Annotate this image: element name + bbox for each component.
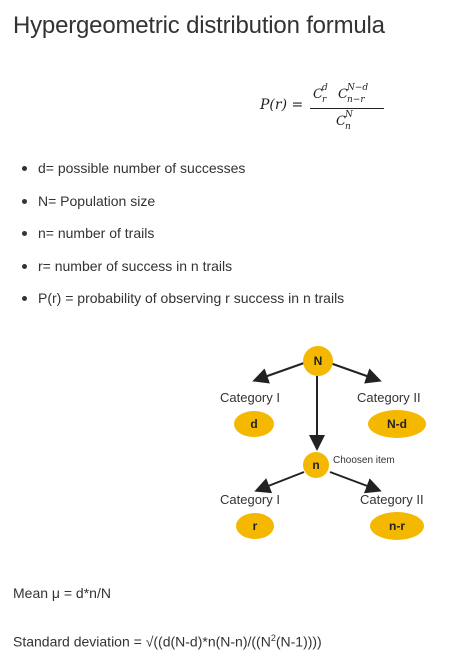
sd-suffix: (N-1)))) bbox=[275, 633, 322, 650]
list-item: r= number of success in n trails bbox=[20, 258, 344, 274]
formula-lhs: P(r) = bbox=[260, 97, 304, 113]
node-sample: n bbox=[303, 452, 329, 478]
formula-num2-sub: n−r bbox=[347, 95, 365, 105]
list-item: n= number of trails bbox=[20, 225, 344, 241]
formula-num1-base: C bbox=[313, 87, 323, 102]
definitions-list: d= possible number of successes N= Popul… bbox=[20, 160, 344, 323]
page-title: Hypergeometric distribution formula bbox=[13, 12, 385, 39]
list-item: P(r) = probability of observing r succes… bbox=[20, 290, 344, 306]
choosen-item-label: Choosen item bbox=[333, 455, 395, 466]
formula-num1-sub: r bbox=[322, 95, 327, 105]
category1-label-b: Category I bbox=[220, 492, 280, 507]
formula-num2-base: C bbox=[338, 87, 348, 102]
formula-num1-sup: d bbox=[322, 83, 328, 93]
category1-label: Category I bbox=[220, 390, 280, 405]
formula-den-base: C bbox=[336, 114, 346, 129]
hypergeometric-formula: P(r) = C d r C N−d n−r C N n bbox=[258, 82, 398, 136]
category2-label-b: Category II bbox=[360, 492, 424, 507]
standard-deviation-formula: Standard deviation = √((d(N-d)*n(N-n)/((… bbox=[13, 633, 322, 650]
oval-n-minus-d: N-d bbox=[368, 410, 426, 438]
mean-formula: Mean μ = d*n/N bbox=[13, 585, 111, 601]
fraction-bar bbox=[310, 108, 384, 109]
arrow-n-to-category1 bbox=[252, 362, 305, 384]
node-population: N bbox=[303, 346, 333, 376]
oval-r: r bbox=[236, 513, 274, 539]
sd-prefix: Standard deviation = √((d(N-d)*n(N-n)/((… bbox=[13, 633, 271, 650]
sd-exponent: 2 bbox=[270, 633, 276, 643]
category2-label: Category II bbox=[357, 390, 421, 405]
formula-num2-sup: N−d bbox=[347, 83, 369, 93]
diagram-arrows bbox=[252, 362, 382, 494]
list-item: d= possible number of successes bbox=[20, 160, 344, 176]
list-item: N= Population size bbox=[20, 193, 344, 209]
oval-n-minus-r: n-r bbox=[370, 512, 424, 540]
arrow-smalln-to-category1 bbox=[254, 471, 305, 494]
oval-d: d bbox=[234, 411, 274, 437]
formula-den-sub: n bbox=[345, 122, 351, 132]
arrow-smalln-to-category2 bbox=[329, 471, 382, 494]
formula-den-sup: N bbox=[345, 110, 353, 120]
sampling-diagram: N Category I d Category II N-d n Choosen… bbox=[200, 340, 450, 550]
arrow-n-to-category2 bbox=[329, 362, 382, 384]
